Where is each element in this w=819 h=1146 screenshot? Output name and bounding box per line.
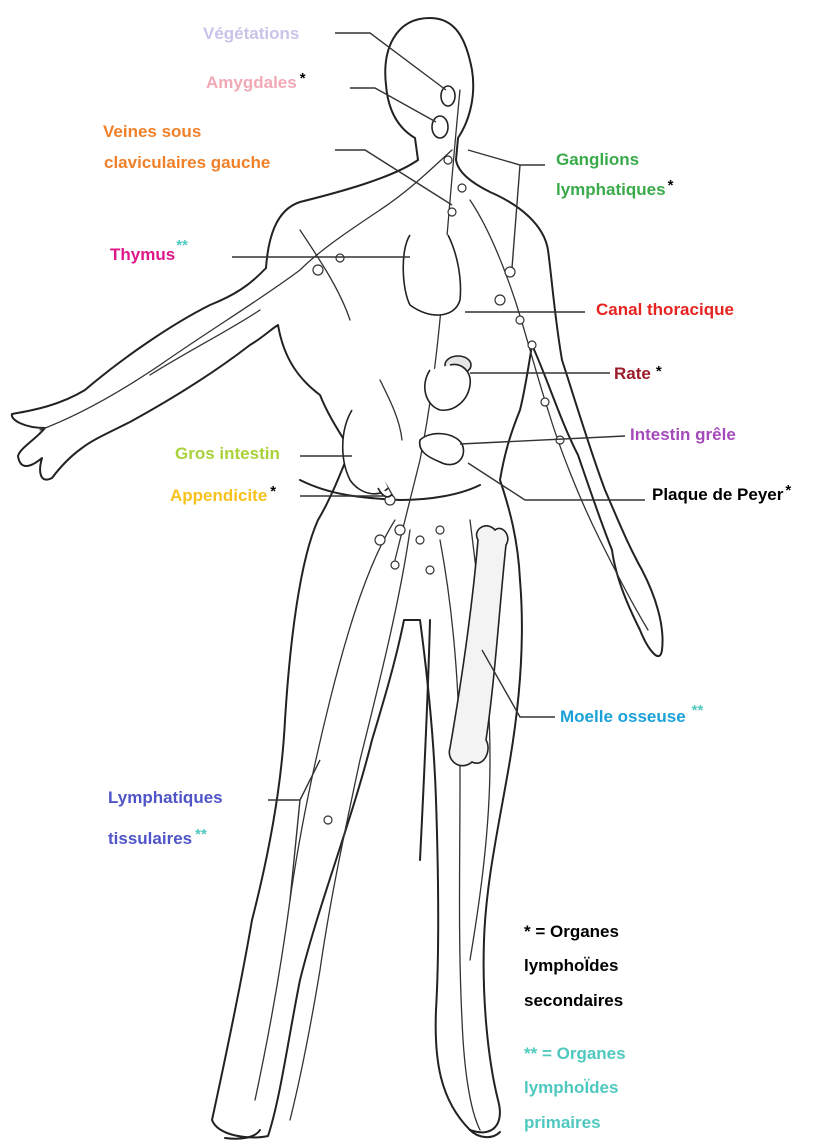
label-lymphatiques-line1: Lymphatiques (108, 788, 223, 808)
label-moelle-marker: ** (692, 702, 704, 719)
label-lymphatiques-line2-text: tissulaires (108, 829, 192, 848)
label-veines-line2: claviculaires gauche (104, 153, 270, 173)
label-thymus-text: Thymus (110, 245, 175, 264)
label-thymus: Thymus** (110, 245, 187, 265)
legend-secondary-line1: * = Organes (524, 922, 619, 942)
label-plaque-marker: * (785, 482, 791, 499)
label-ganglions-line1-text: Ganglions (556, 150, 639, 169)
legend-primary-line1: ** = Organes (524, 1044, 626, 1064)
label-rate-text: Rate (614, 364, 651, 383)
label-ganglions-line1: Ganglions (556, 150, 639, 170)
heart-outline (403, 235, 460, 315)
label-canal-thoracique-text: Canal thoracique (596, 300, 734, 319)
legend-secondary-line3: secondaires (524, 991, 623, 1011)
vegetations-shape (441, 86, 455, 106)
label-veines-line2-text: claviculaires gauche (104, 153, 270, 172)
label-amygdales-text: Amygdales (206, 73, 297, 92)
label-moelle-osseuse: Moelle osseuse** (560, 707, 697, 727)
label-lymphatiques-line1-text: Lymphatiques (108, 788, 223, 807)
label-amygdales: Amygdales* (206, 73, 303, 93)
label-lymphatiques-line2: tissulaires** (108, 829, 204, 849)
small-intestine-shape (420, 434, 464, 465)
label-lymphatiques-marker: ** (195, 826, 207, 843)
label-gros-intestin-text: Gros intestin (175, 444, 280, 463)
large-intestine-shape (343, 410, 388, 494)
label-vegetations-text: Végétations (203, 24, 299, 43)
legend-secondary-line2: lymphoÏdes (524, 956, 618, 976)
label-appendicite: Appendicite* (170, 486, 273, 506)
label-intestin-grele: Intestin grêle (630, 425, 736, 445)
label-appendicite-text: Appendicite (170, 486, 267, 505)
label-thymus-marker: ** (176, 237, 188, 254)
label-canal-thoracique: Canal thoracique (596, 300, 734, 320)
label-appendicite-marker: * (270, 483, 276, 500)
legend-primary-line2: lymphoÏdes (524, 1078, 618, 1098)
label-rate-marker: * (656, 363, 662, 380)
femur-bone (449, 526, 508, 766)
label-rate: Rate* (614, 364, 657, 384)
label-vegetations: Végétations (203, 24, 299, 44)
label-ganglions-line2: lymphatiques* (556, 180, 671, 200)
label-veines-line1-text: Veines sous (103, 122, 201, 141)
label-ganglions-marker: * (668, 177, 674, 194)
label-plaque-de-peyer-text: Plaque de Peyer (652, 485, 783, 504)
label-plaque-de-peyer: Plaque de Peyer* (652, 485, 789, 505)
stomach-shape (425, 364, 470, 410)
label-ganglions-line2-text: lymphatiques (556, 180, 666, 199)
label-veines-line1: Veines sous (103, 122, 201, 142)
label-moelle-osseuse-text: Moelle osseuse (560, 707, 686, 726)
label-intestin-grele-text: Intestin grêle (630, 425, 736, 444)
label-gros-intestin: Gros intestin (175, 444, 280, 464)
legend-primary-line3: primaires (524, 1113, 601, 1133)
label-amygdales-marker: * (300, 70, 306, 87)
amygdales-shape (432, 116, 448, 138)
